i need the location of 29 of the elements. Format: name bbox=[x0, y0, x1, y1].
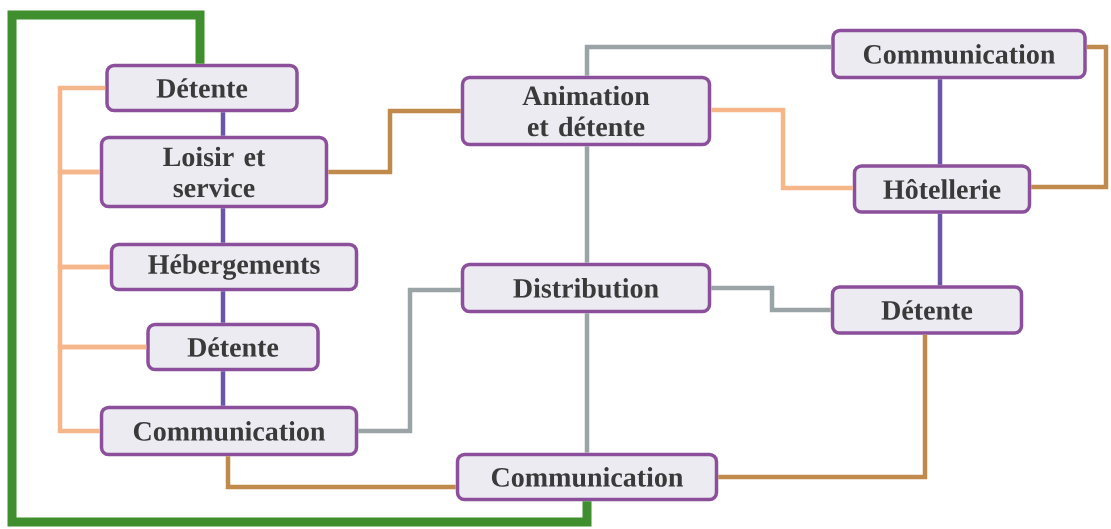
process-box: Communication bbox=[831, 28, 1087, 80]
connector-line bbox=[937, 213, 943, 286]
connector-line bbox=[1031, 44, 1109, 190]
process-box: Détente bbox=[830, 285, 1024, 335]
connector-line bbox=[584, 146, 590, 263]
process-box: Animation et détente bbox=[460, 75, 712, 147]
connector-line bbox=[718, 334, 928, 480]
process-box: Distribution bbox=[460, 262, 712, 314]
connector-line bbox=[584, 313, 590, 453]
connector-line bbox=[7, 10, 592, 527]
process-box: Loisir et service bbox=[99, 135, 329, 209]
process-box: Détente bbox=[105, 63, 299, 113]
connector-line bbox=[220, 291, 226, 323]
connector-line bbox=[220, 208, 226, 243]
connector-line bbox=[711, 107, 853, 191]
connector-line bbox=[57, 344, 147, 434]
process-box: Détente bbox=[146, 322, 320, 372]
connector-line bbox=[584, 44, 832, 76]
process-box: Hôtellerie bbox=[852, 164, 1032, 214]
connector-line bbox=[711, 285, 831, 313]
connector-line bbox=[220, 112, 226, 136]
connector-line bbox=[358, 287, 461, 434]
process-box: Communication bbox=[455, 452, 719, 502]
process-box: Communication bbox=[99, 405, 359, 457]
process-box: Hébergements bbox=[109, 242, 359, 292]
connector-line bbox=[225, 456, 456, 490]
connector-line bbox=[937, 79, 943, 165]
connector-line bbox=[220, 371, 226, 406]
connector-line bbox=[328, 108, 461, 175]
